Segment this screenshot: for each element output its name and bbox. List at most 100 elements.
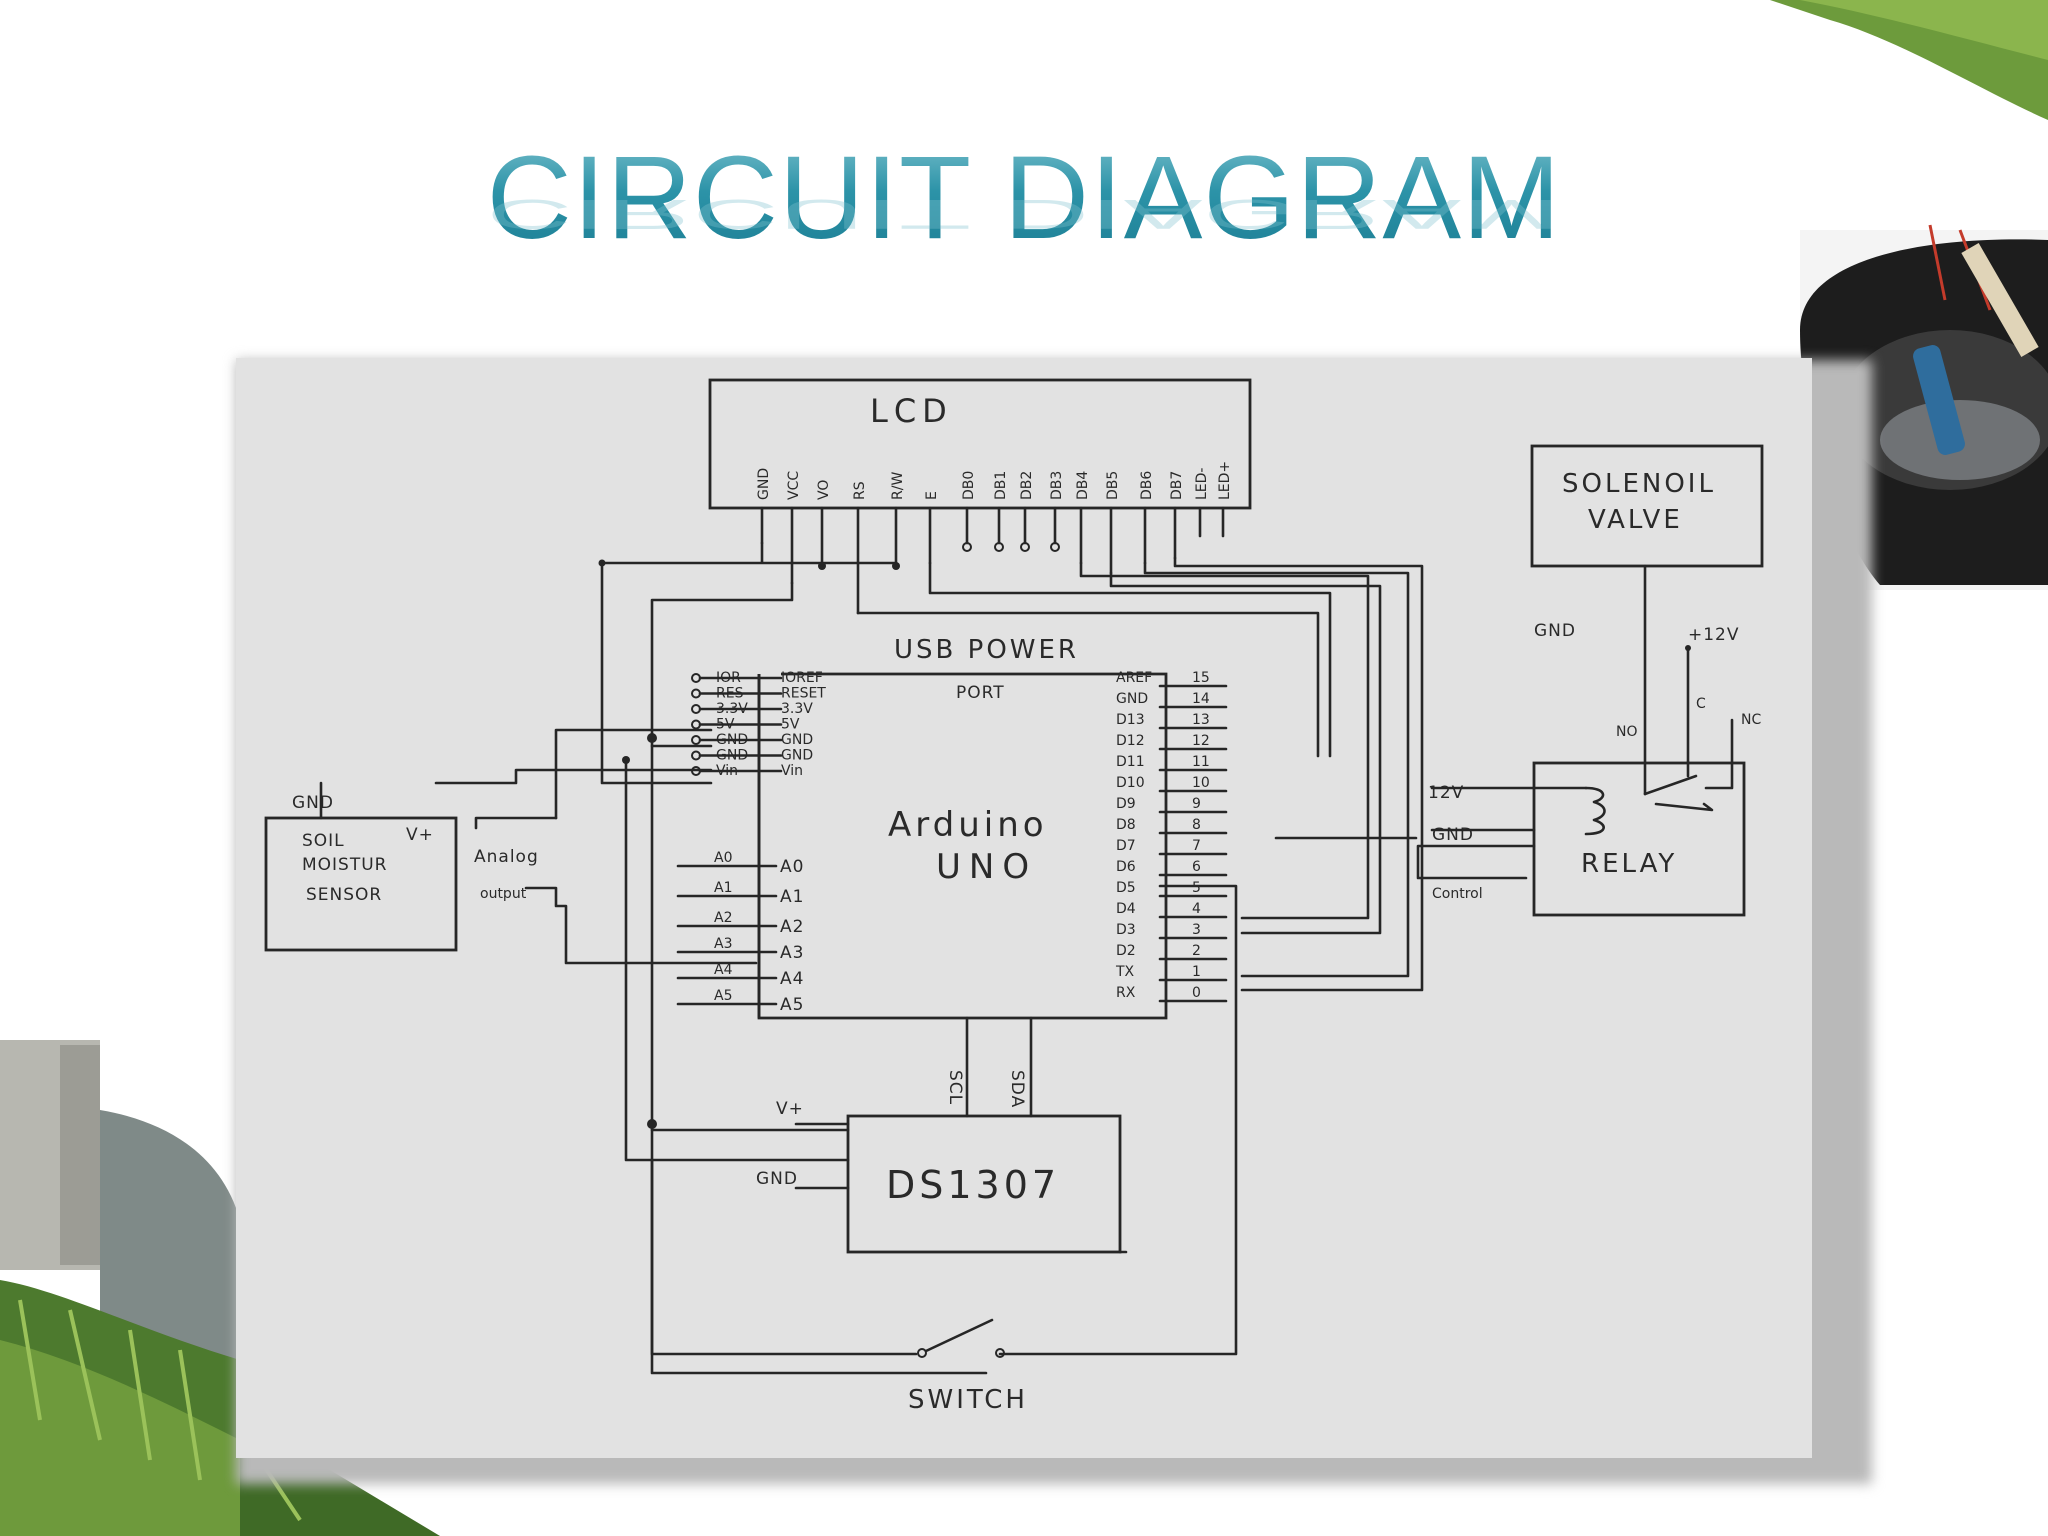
solenoid-label-line2: VALVE <box>1588 505 1683 535</box>
digital-inner-label-9: D6 <box>1116 859 1136 875</box>
digital-inner-label-10: D5 <box>1116 880 1136 896</box>
power-inner-label-0: IOREF <box>781 670 823 686</box>
lcd-pin-label-db0: DB0 <box>961 471 977 500</box>
relay-c-label: C <box>1696 696 1706 712</box>
digital-inner-label-13: D2 <box>1116 943 1136 959</box>
soil-sensor-box <box>264 816 458 952</box>
lcd-pin-label-db1: DB1 <box>993 471 1009 500</box>
digital-inner-label-4: D11 <box>1116 754 1145 770</box>
soil-moisture-sensor: SOIL V+ MOISTUR SENSOR GND Analog output <box>264 781 758 965</box>
soil-output-label: output <box>480 886 527 902</box>
digital-pin-number-0: 15 <box>1192 670 1210 686</box>
ds1307-gnd-label: GND <box>756 1169 798 1189</box>
slide-title-reflection: CIRCUIT DIAGRAM <box>486 191 1562 238</box>
solenoid-gnd-label: GND <box>1534 621 1576 641</box>
switch: SWITCH <box>650 884 1238 1415</box>
arduino-outline <box>757 672 1168 1020</box>
lcd-pin-label-vcc: VCC <box>786 471 802 500</box>
lcd-pin-label-rs: RS <box>852 481 868 500</box>
analog-outer-label-0: A0 <box>714 850 732 866</box>
analog-outer-label-1: A1 <box>714 880 732 896</box>
relay-gnd-label: GND <box>1432 825 1474 845</box>
digital-pin-number-10: 5 <box>1192 880 1201 896</box>
soil-label-line1: SOIL <box>302 831 345 851</box>
lcd-box <box>708 378 1252 510</box>
relay-control-label: Control <box>1432 886 1483 902</box>
lcd-pin-label-db7: DB7 <box>1169 471 1185 500</box>
grass-top-right <box>1770 0 2048 120</box>
lcd-pin-label-db6: DB6 <box>1139 471 1155 500</box>
digital-pin-number-13: 2 <box>1192 943 1201 959</box>
relay-supply-label: 12V <box>1428 783 1464 803</box>
power-inner-label-5: GND <box>781 748 813 764</box>
solenoid-supply-label: +12V <box>1688 625 1740 645</box>
soil-label-line2: MOISTUR <box>302 855 388 875</box>
power-inner-label-2: 3.3V <box>781 701 813 717</box>
solenoid-label-line1: SOLENOIL <box>1562 469 1716 499</box>
slide-title: CIRCUIT DIAGRAM <box>0 130 2048 266</box>
digital-inner-label-2: D13 <box>1116 712 1145 728</box>
scl-pin-label: SCL <box>945 1070 965 1105</box>
arduino-name-line2: UNO <box>936 847 1037 887</box>
analog-inner-label-3: A3 <box>780 943 804 963</box>
switch-label: SWITCH <box>908 1385 1028 1415</box>
lcd-pin-label-e: E <box>924 491 940 500</box>
digital-pin-number-1: 14 <box>1192 691 1210 707</box>
relay-no-label: NO <box>1616 724 1638 740</box>
digital-inner-label-7: D8 <box>1116 817 1136 833</box>
usb-label-line2: PORT <box>956 683 1005 703</box>
digital-pin-number-9: 6 <box>1192 859 1201 875</box>
solenoid-valve: SOLENOIL VALVE GND +12V <box>1530 444 1764 796</box>
soil-vplus-label: V+ <box>406 825 434 845</box>
soil-gnd-label: GND <box>292 793 334 813</box>
digital-inner-label-1: GND <box>1116 691 1148 707</box>
digital-pin-number-11: 4 <box>1192 901 1201 917</box>
lcd-pin-label-db3: DB3 <box>1049 471 1065 500</box>
pipe-grass-bottom-left <box>0 1040 440 1536</box>
ds1307-box <box>846 1114 1122 1254</box>
solenoid-box <box>1530 444 1764 568</box>
ds1307-rtc: DS1307 V+ GND <box>756 1099 1128 1254</box>
power-inner-label-4: GND <box>781 732 813 748</box>
digital-pin-number-4: 11 <box>1192 754 1210 770</box>
digital-inner-label-12: D3 <box>1116 922 1136 938</box>
digital-inner-label-14: TX <box>1115 964 1135 980</box>
power-rails <box>434 728 850 1162</box>
sda-pin-label: SDA <box>1007 1070 1027 1108</box>
digital-pin-number-5: 10 <box>1192 775 1210 791</box>
lcd-wires <box>598 506 1424 1375</box>
analog-outer-label-4: A4 <box>714 962 733 978</box>
digital-pin-number-7: 8 <box>1192 817 1201 833</box>
lcd-pin-label-led: LED- <box>1194 468 1210 500</box>
analog-outer-label-2: A2 <box>714 910 732 926</box>
digital-pin-number-8: 7 <box>1192 838 1201 854</box>
digital-pin-number-6: 9 <box>1192 796 1201 812</box>
digital-pin-number-2: 13 <box>1192 712 1210 728</box>
digital-inner-label-0: AREF <box>1116 670 1152 686</box>
analog-inner-label-5: A5 <box>780 995 804 1015</box>
relay-module: RELAY NO C NC 12V GND Control <box>1274 696 1761 917</box>
digital-pin-number-15: 0 <box>1192 985 1201 1001</box>
lcd-pin-label-led: LED+ <box>1217 461 1233 500</box>
analog-inner-label-4: A4 <box>780 969 804 989</box>
digital-inner-label-15: RX <box>1116 985 1136 1001</box>
arduino-name-line1: Arduino <box>888 805 1048 845</box>
analog-inner-label-2: A2 <box>780 917 804 937</box>
power-inner-label-1: RESET <box>781 686 826 702</box>
power-inner-label-6: Vin <box>781 763 803 779</box>
relay-nc-label: NC <box>1741 712 1761 728</box>
analog-inner-label-1: A1 <box>780 887 804 907</box>
lcd-pin-label-gnd: GND <box>756 468 772 500</box>
analog-outer-label-3: A3 <box>714 936 732 952</box>
soil-analog-label: Analog <box>474 847 539 867</box>
ds1307-label: DS1307 <box>886 1163 1060 1207</box>
